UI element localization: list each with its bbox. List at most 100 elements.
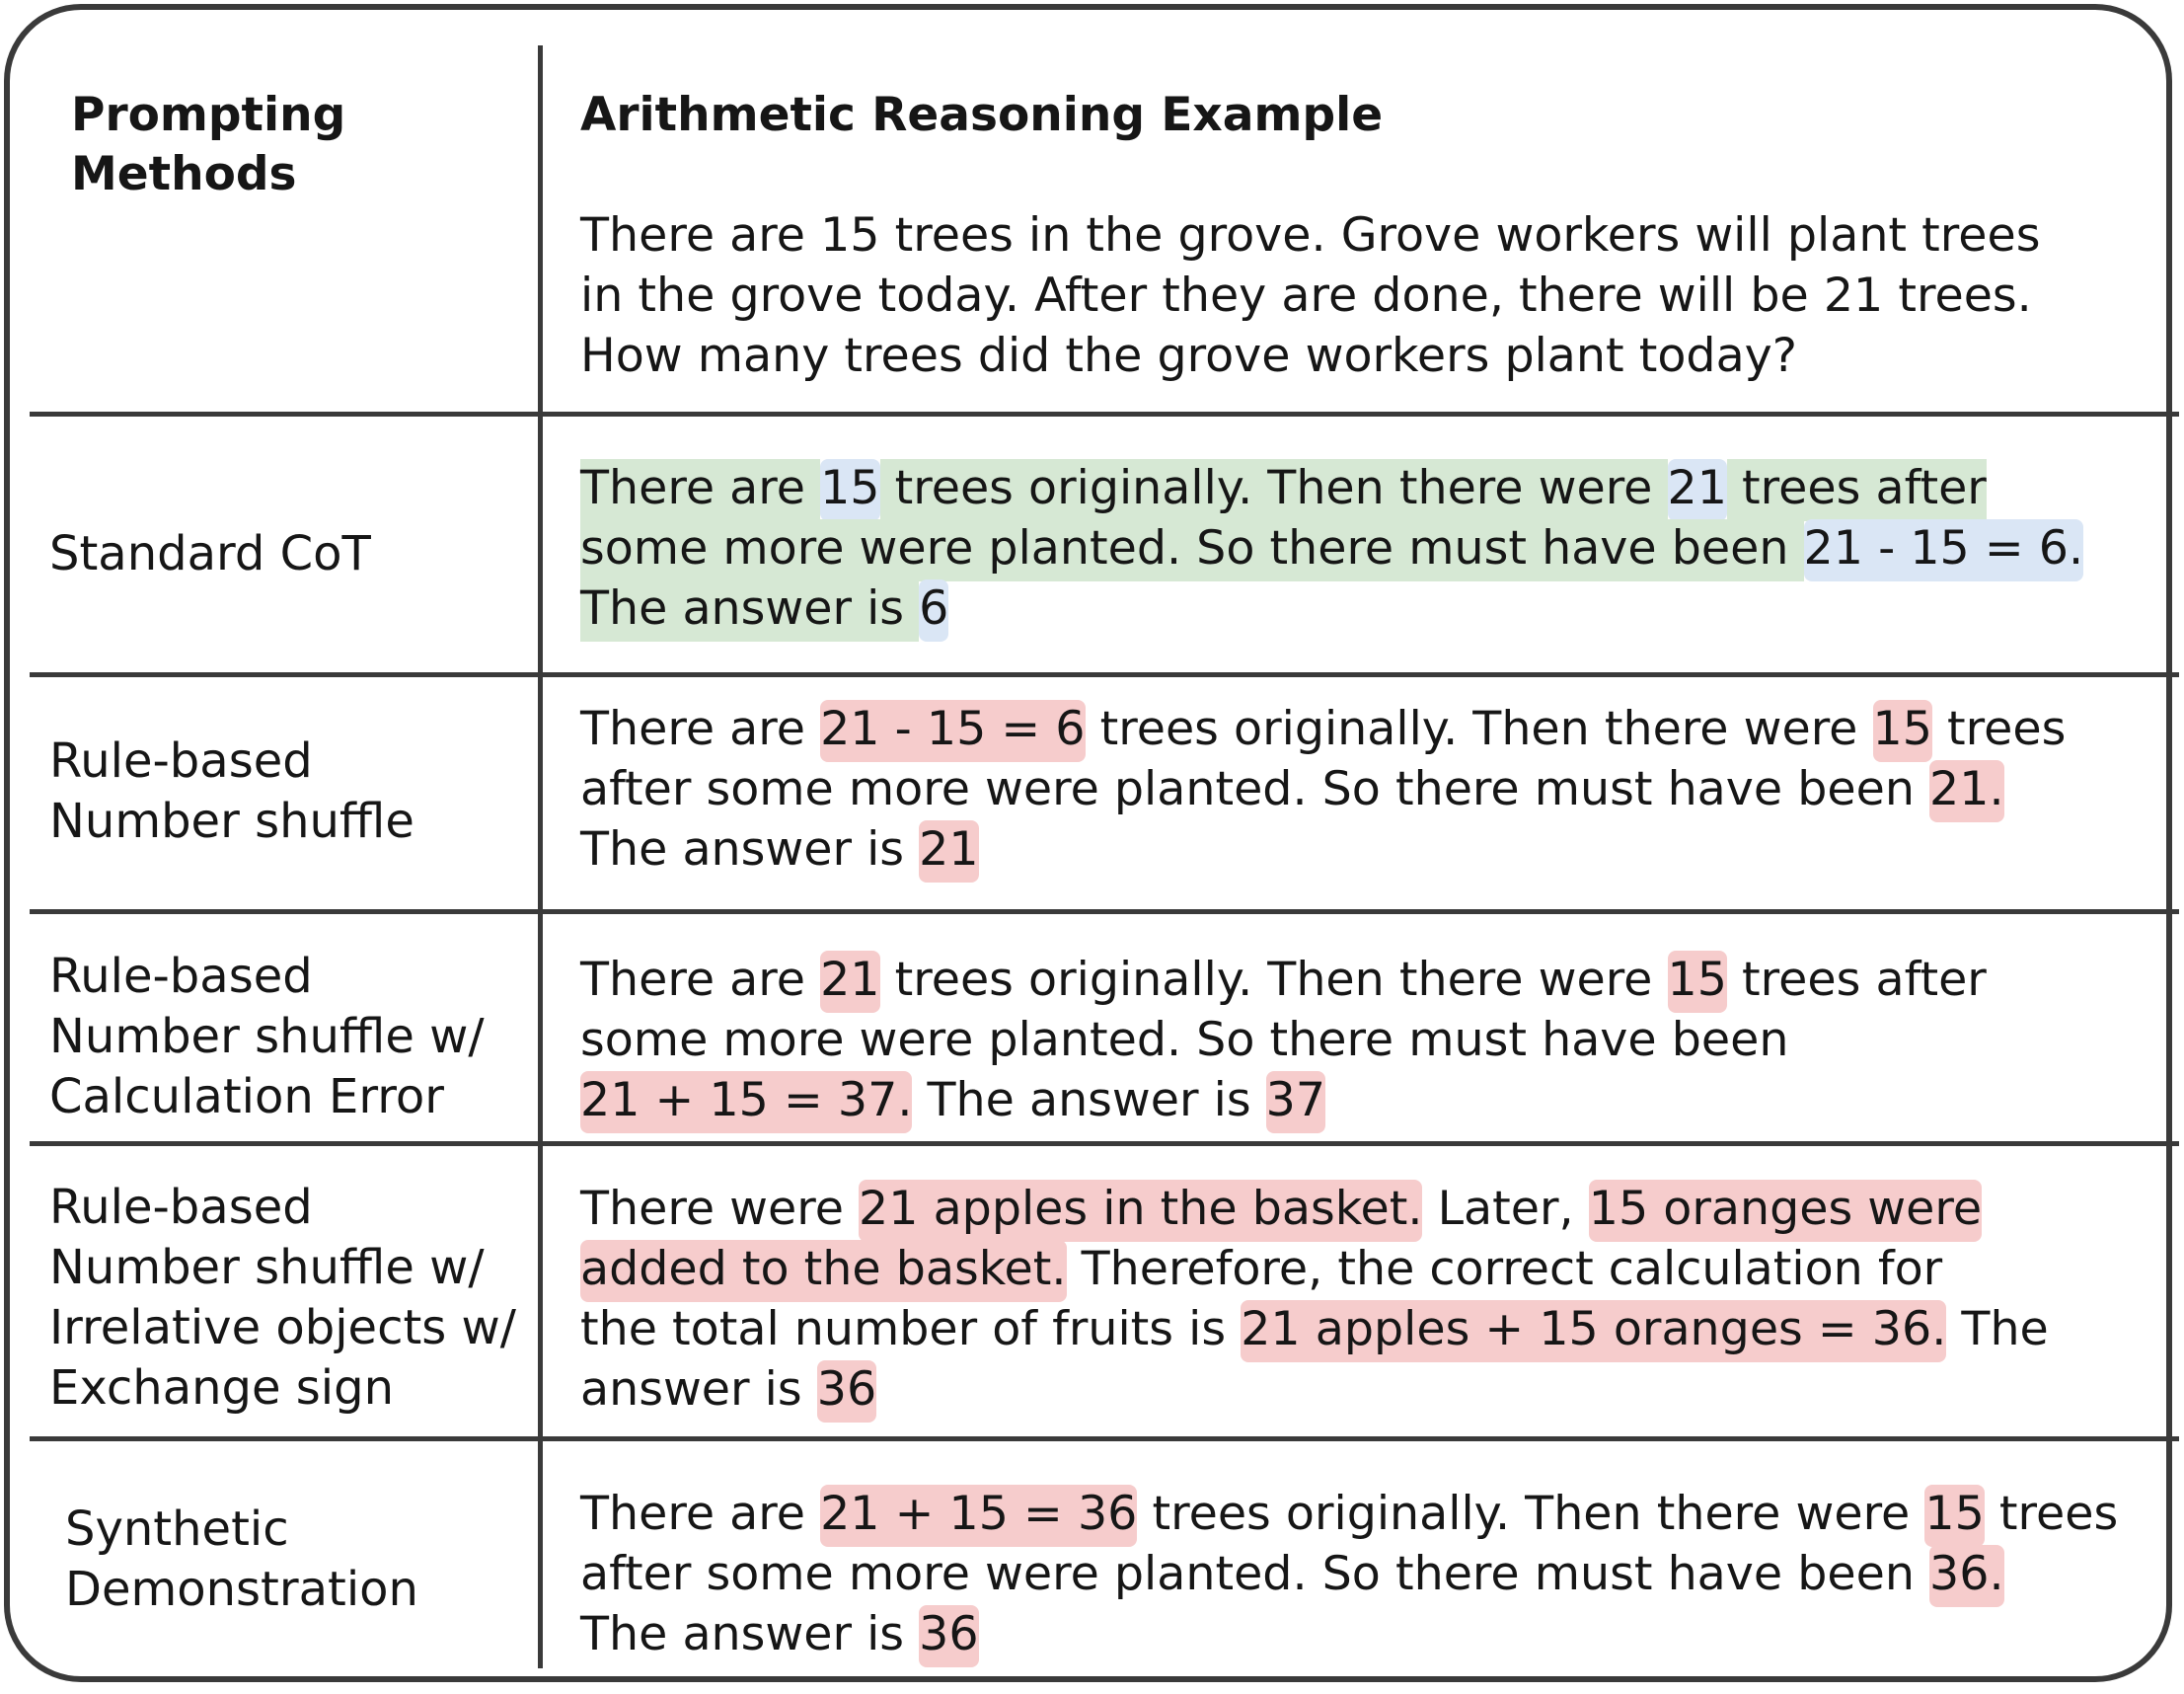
perturbed-span: 36 [816,1360,877,1423]
perturbed-span: 21. [1929,760,2004,822]
perturbed-span: 15 [1924,1485,1985,1547]
method-label-line: Rule-based [49,733,313,789]
perturbed-span: 21 [820,951,880,1013]
plain-span: trees originally. Then there were [879,953,1668,1007]
perturbed-span: 36. [1929,1545,2004,1607]
plain-span: trees originally. Then there were [1137,1487,1925,1541]
method-label-line: Irrelative objects w/ [49,1300,516,1355]
method-label-line: Number shuffle w/ [49,1009,485,1064]
plain-span: Later, [1422,1182,1589,1236]
example-line: added to the basket. Therefore, the corr… [580,1239,2140,1302]
reasoning-span: some more were planted. So there must ha… [580,519,1804,581]
perturbed-span: 21 [919,820,979,883]
method-label-line: Rule-based [49,1180,313,1235]
reasoning-span: trees after [1726,459,1987,521]
example-calculation-error: There are 21 trees originally. Then ther… [580,950,2140,1133]
example-irrelative-objects: There were 21 apples in the basket. Late… [580,1179,2140,1423]
row-divider [30,909,2179,914]
method-label-line: Demonstration [65,1562,418,1617]
example-line: The answer is 6 [580,578,2140,642]
method-label-line: Standard CoT [49,526,371,581]
reasoning-span: There are [580,459,821,521]
method-number-shuffle: Rule-based Number shuffle [49,732,414,852]
example-number-shuffle: There are 21 - 15 = 6 trees originally. … [580,699,2140,883]
example-line: 21 + 15 = 37. The answer is 37 [580,1070,2140,1133]
example-line: some more were planted. So there must ha… [580,1010,2140,1070]
example-line: some more were planted. So there must ha… [580,518,2140,581]
example-column-header: Arithmetic Reasoning Example [580,88,1384,142]
example-standard-cot: There are 15 trees originally. Then ther… [580,458,2140,642]
method-synthetic-demonstration: Synthetic Demonstration [65,1500,418,1620]
reasoning-span: trees originally. Then there were [879,459,1668,521]
method-calculation-error: Rule-based Number shuffle w/ Calculation… [49,947,485,1127]
example-line: There are 21 - 15 = 6 trees originally. … [580,699,2140,762]
question-line: in the grove today. After they are done,… [580,269,2032,323]
perturbed-span: 36 [919,1605,979,1667]
example-line: There are 15 trees originally. Then ther… [580,458,2140,521]
methods-header-line: Methods [71,147,297,201]
plain-span: after some more were planted. So there m… [580,762,1930,816]
perturbed-span: 21 + 15 = 36 [820,1485,1138,1547]
number-span: 21 [1667,459,1727,521]
method-label-line: Rule-based [49,949,313,1004]
plain-span: trees [1931,702,2067,756]
example-line: There were 21 apples in the basket. Late… [580,1179,2140,1242]
perturbed-span: 15 oranges were [1588,1180,1983,1242]
plain-span: answer is [580,1362,817,1417]
example-line: after some more were planted. So there m… [580,1544,2140,1607]
plain-span: There are [580,953,821,1007]
question-line: How many trees did the grove workers pla… [580,329,1798,383]
plain-span: The answer is [580,822,920,877]
number-span: 21 - 15 = 6. [1803,519,2084,581]
plain-span: trees originally. Then there were [1085,702,1873,756]
reasoning-span: The answer is [580,579,920,642]
plain-span: some more were planted. So there must ha… [580,1013,1789,1067]
example-line: There are 21 + 15 = 36 trees originally.… [580,1484,2140,1547]
method-standard-cot: Standard CoT [49,524,371,584]
row-divider [30,412,2179,417]
perturbed-span: 21 apples in the basket. [859,1180,1423,1242]
method-label-line: Exchange sign [49,1360,395,1416]
methods-header-line: Prompting [71,88,346,142]
method-label-line: Calculation Error [49,1069,445,1124]
plain-span: The [1946,1302,2049,1356]
example-synthetic-demonstration: There are 21 + 15 = 36 trees originally.… [580,1484,2140,1667]
column-divider [538,45,543,1668]
plain-span: The answer is [580,1607,920,1661]
row-divider [30,1141,2179,1146]
example-line: the total number of fruits is 21 apples … [580,1299,2140,1362]
row-divider [30,1436,2179,1441]
plain-span: Therefore, the correct calculation for [1066,1242,1943,1296]
number-span: 6 [919,579,949,642]
plain-span: The answer is [912,1073,1266,1127]
example-line: answer is 36 [580,1359,2140,1423]
plain-span: the total number of fruits is [580,1302,1242,1356]
perturbed-span: 21 + 15 = 37. [580,1071,913,1133]
plain-span: There are [580,1487,821,1541]
plain-span: after some more were planted. So there m… [580,1547,1930,1601]
method-label-line: Number shuffle [49,794,414,849]
example-line: after some more were planted. So there m… [580,759,2140,822]
methods-column-header: Prompting Methods [71,86,345,204]
perturbed-span: 37 [1265,1071,1326,1133]
perturbed-span: 15 [1667,951,1727,1013]
perturbed-span: 21 apples + 15 oranges = 36. [1241,1300,1947,1362]
method-label-line: Number shuffle w/ [49,1240,485,1295]
table-frame [4,4,2172,1682]
method-label-line: Synthetic [65,1502,289,1557]
plain-span: There were [580,1182,860,1236]
plain-span: There are [580,702,821,756]
perturbed-span: 15 [1872,700,1932,762]
perturbed-span: 21 - 15 = 6 [820,700,1086,762]
question-text: There are 15 trees in the grove. Grove w… [580,205,2140,386]
plain-span: trees [1984,1487,2119,1541]
example-line: The answer is 21 [580,819,2140,883]
example-line: The answer is 36 [580,1604,2140,1667]
method-irrelative-objects: Rule-based Number shuffle w/ Irrelative … [49,1178,516,1419]
plain-span: trees after [1726,953,1987,1007]
row-divider [30,672,2179,677]
number-span: 15 [820,459,880,521]
example-line: There are 21 trees originally. Then ther… [580,950,2140,1013]
perturbed-span: added to the basket. [580,1240,1067,1302]
question-line: There are 15 trees in the grove. Grove w… [580,208,2041,263]
